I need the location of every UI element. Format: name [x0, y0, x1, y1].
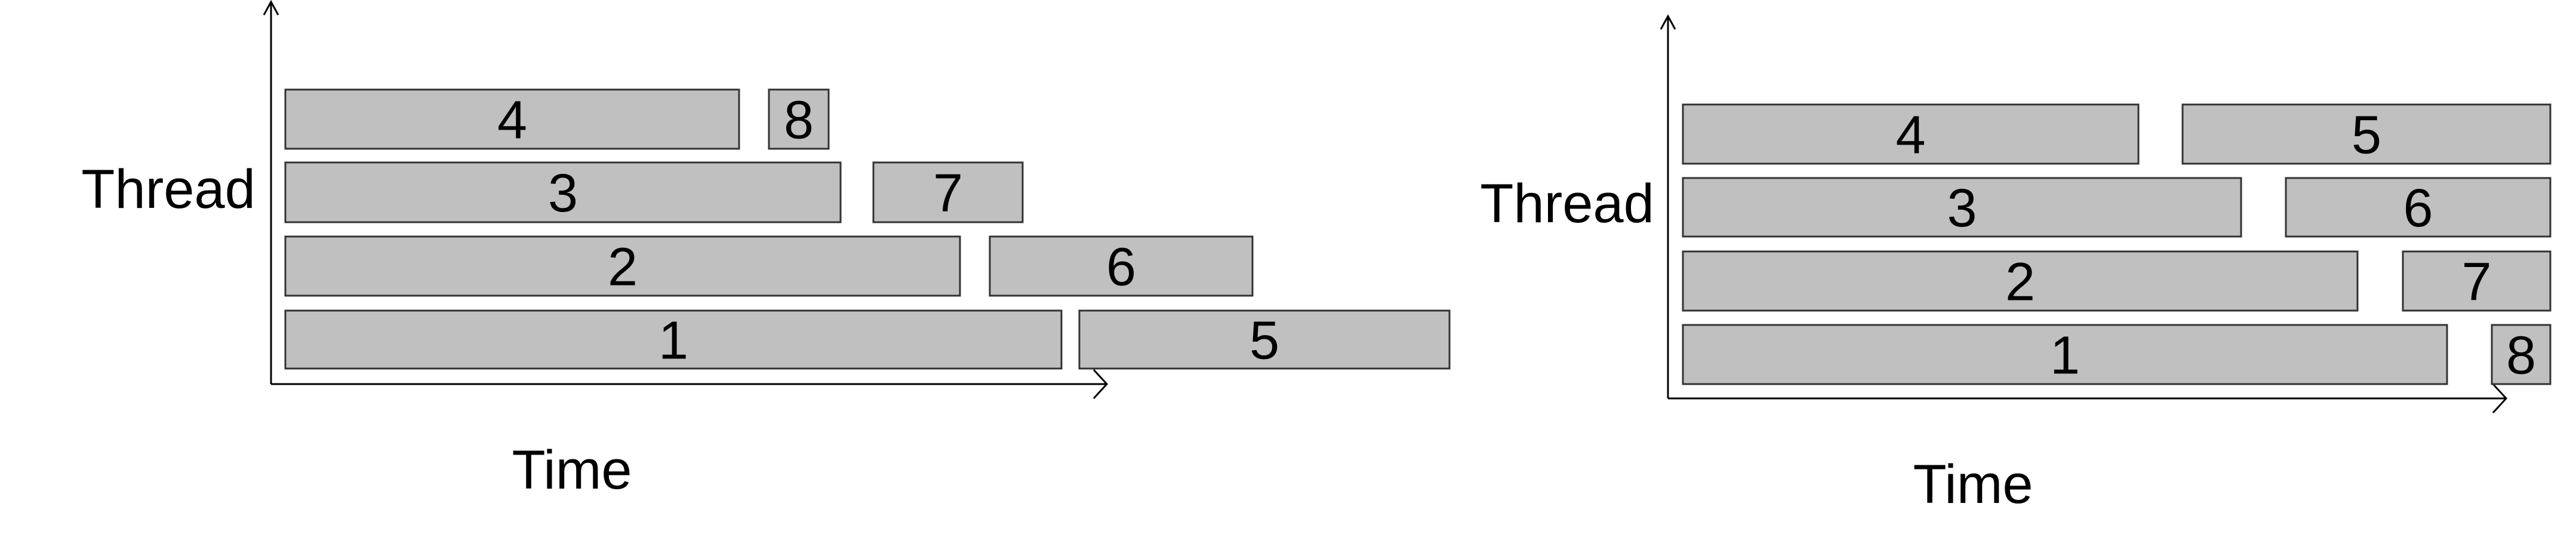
task-bar: [2402, 250, 2552, 312]
task-4: 4: [284, 88, 740, 151]
task-8: 8: [768, 88, 830, 151]
task-label: 3: [1947, 179, 1977, 238]
task-label: 7: [2461, 253, 2491, 312]
y-axis-arrow-icon: [1660, 14, 1676, 30]
task-bar: [1682, 103, 2140, 165]
task-5: 5: [1078, 309, 1451, 371]
y-axis-arrow-icon: [263, 0, 279, 16]
x-axis-label: Time: [512, 440, 632, 501]
task-2: 2: [284, 235, 961, 297]
x-axis-arrow-icon: [1092, 369, 1109, 400]
task-label: 4: [497, 91, 527, 151]
task-bar: [2491, 324, 2552, 385]
task-label: 5: [2352, 106, 2381, 165]
task-label: 2: [2005, 253, 2035, 312]
task-7: 7: [2402, 250, 2552, 312]
task-bar: [2181, 103, 2552, 165]
task-bar: [284, 309, 1063, 370]
task-bar: [989, 235, 1254, 297]
task-bar: [284, 161, 842, 223]
task-3: 3: [284, 161, 842, 223]
task-5: 5: [2181, 103, 2552, 165]
x-axis-arrow-icon: [2492, 383, 2508, 414]
task-1: 1: [1682, 324, 2448, 386]
task-label: 3: [548, 164, 578, 223]
task-label: 6: [1106, 238, 1136, 297]
task-1: 1: [284, 309, 1063, 371]
task-bar: [768, 88, 830, 150]
task-3: 3: [1682, 177, 2242, 238]
task-bar: [1682, 250, 2359, 312]
task-label: 2: [608, 238, 638, 297]
task-label: 8: [2506, 326, 2536, 386]
task-bar: [1682, 177, 2242, 238]
task-label: 6: [2403, 179, 2433, 238]
task-bar: [2285, 177, 2552, 238]
task-bar: [284, 235, 961, 297]
task-label: 4: [1895, 106, 1925, 165]
task-2: 2: [1682, 250, 2359, 312]
task-4: 4: [1682, 103, 2140, 165]
task-8: 8: [2491, 324, 2552, 386]
task-6: 6: [989, 235, 1254, 297]
task-bar: [1078, 309, 1451, 370]
task-label: 7: [933, 164, 963, 223]
task-label: 8: [784, 91, 814, 151]
task-label: 1: [2050, 326, 2080, 386]
task-bar: [1682, 324, 2448, 385]
task-bar: [284, 88, 740, 150]
task-label: 1: [658, 311, 688, 371]
task-bar: [872, 161, 1024, 223]
x-axis-label: Time: [1913, 454, 2033, 515]
y-axis-label: Thread: [81, 159, 256, 220]
y-axis-label: Thread: [1480, 173, 1654, 234]
task-6: 6: [2285, 177, 2552, 238]
task-7: 7: [872, 161, 1024, 223]
task-label: 5: [1249, 311, 1279, 371]
